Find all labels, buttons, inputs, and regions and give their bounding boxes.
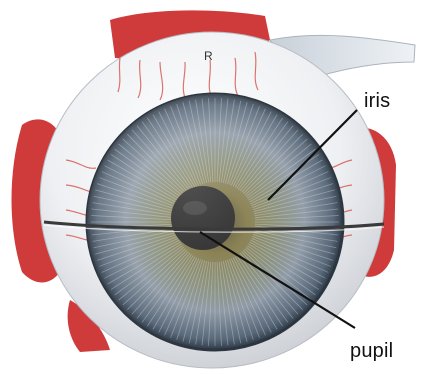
pupil-label: pupil [350,340,393,363]
model-letter-mark: R [204,49,213,63]
iris-label: iris [364,90,390,113]
cornea [87,94,343,350]
